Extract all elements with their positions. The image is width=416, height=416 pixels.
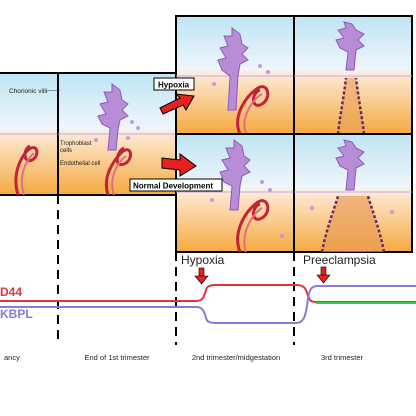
label-chorionic-villi: Chorionic villi [9,88,47,95]
tag-normal-development: Normal Development [133,182,213,191]
timeline-stage-1: ancy [4,353,20,362]
chorionic-villi-shape [94,83,140,151]
arrow-to-hypoxia [159,93,195,115]
panel-normal-midgestation [175,133,295,253]
spiral-artery [14,144,39,196]
panel-end-first-trimester [57,72,177,196]
red-expression-line [0,284,416,303]
timeline-stage-3: 2nd trimester/midgestation [192,353,280,362]
heading-hypoxia: Hypoxia [181,253,225,267]
purple-expression-line [0,285,416,324]
spiral-artery [105,146,132,196]
panel-normal-third-trimester [293,133,413,253]
marker-label-purple: KBPL [0,307,33,321]
label-trophoblast-cells-1: Trophoblast [60,141,92,147]
heading-preeclampsia: Preeclampsia [303,253,376,267]
panel-hypoxia-midgestation [175,15,295,135]
arrow-to-normal [161,153,197,177]
label-endothelial-cell: Endothelial cell [60,161,100,167]
timeline-stage-4: 3rd trimester [321,353,364,362]
marker-label-red: D44 [0,285,22,299]
panel-hypoxia-third-trimester [293,15,413,135]
down-arrow-preeclampsia [316,266,331,284]
tag-hypoxia: Hypoxia [158,81,190,90]
down-arrow-hypoxia [194,267,209,285]
panel-early-pregnancy [0,72,59,196]
timeline-stage-2: End of 1st trimester [84,353,150,362]
label-trophoblast-cells-2: cells [60,148,72,154]
